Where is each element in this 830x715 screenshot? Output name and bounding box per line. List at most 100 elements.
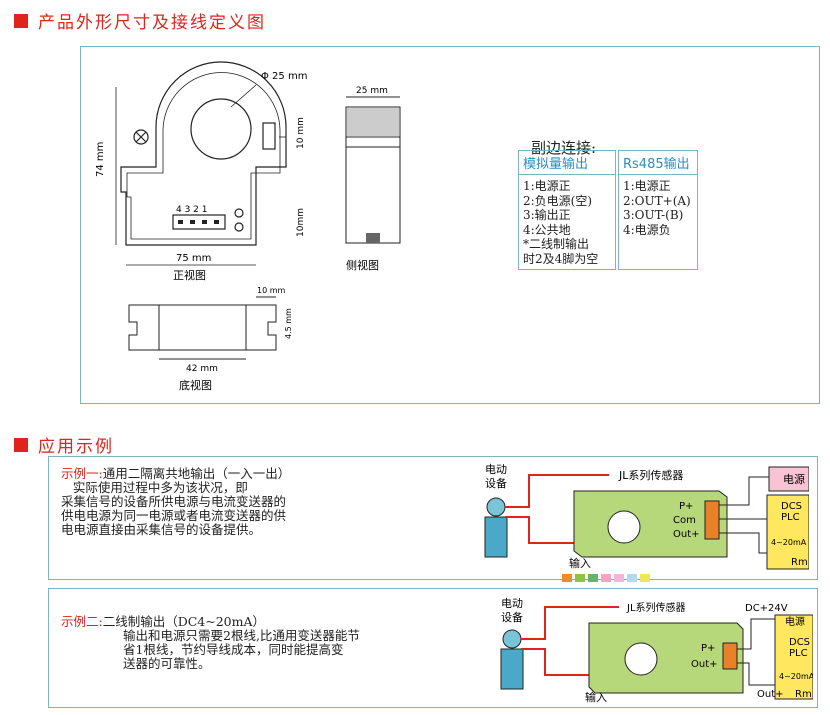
example1-diagram: 电动 设备 JL系列传感器 P+ Com Out+ 电源 DCS PLC 4~2… — [484, 463, 809, 570]
ex2-input-label: 输入 — [585, 690, 607, 704]
side-view-shaded-area — [347, 108, 399, 136]
rs485-line: 2:OUT+(A) — [623, 193, 691, 208]
screw-mark-b — [135, 131, 147, 143]
ex1-p-label: P+ — [679, 501, 693, 512]
side-view-connector — [366, 233, 380, 243]
ex2-outp-label: Out+ — [757, 689, 784, 700]
front-view-label: 正视图 — [173, 268, 206, 282]
example2-line: 二线制输出（DC4~20mA） — [102, 614, 266, 629]
pin-2 — [202, 220, 207, 224]
ex2-rm-label: Rm — [795, 689, 812, 700]
analog-line: 1:电源正 — [523, 179, 571, 193]
example2-line: 省1根线，节约导线成本，同时能提高变 — [123, 642, 344, 657]
ex2-power-label: 电源 — [785, 615, 805, 628]
top-tab-dimension-label: 10 mm — [296, 117, 306, 149]
swatch-green — [575, 574, 585, 582]
bottom-depth-dimension-label: 4.5 mm — [284, 308, 293, 339]
front-view-screw — [133, 129, 149, 145]
front-view-dimension-lines — [115, 84, 286, 266]
ex1-wire-power — [719, 476, 769, 506]
ex1-dcs-label: DCS — [781, 501, 802, 512]
example1-line: 供电电源为同一电源或者电流变送器的供 — [61, 508, 287, 523]
rs485-line: 4:电源负 — [623, 222, 671, 237]
example1-line: 电电源直接由采集信号的设备提供。 — [61, 522, 262, 537]
ex1-primary-wire-top — [505, 474, 609, 508]
ex2-plc-label: PLC — [789, 648, 808, 659]
front-view-terminal-b — [234, 222, 244, 232]
ex1-input-label: 输入 — [569, 556, 591, 570]
width-dimension-label: 75 mm — [176, 253, 211, 264]
front-view-inner-outline — [126, 72, 281, 240]
ex2-primary-wire-top — [521, 606, 619, 640]
bottom-right-dimension-label: 10 mm — [257, 286, 286, 295]
example1-line: 采集信号的设备所供电源与电流变送器的 — [61, 494, 287, 509]
ex1-wire-out — [719, 532, 769, 554]
example2-panel: 示例二:二线制输出（DC4~20mA） 输出和电源只需要2根线,比通用变送器能节… — [48, 588, 818, 708]
ex1-motor-head — [486, 497, 506, 517]
section-marker-icon — [14, 13, 28, 28]
ex2-motor-label-line2: 设备 — [501, 610, 523, 624]
ex1-motor-label-line1: 电动 — [485, 463, 507, 476]
ex2-motor-head — [502, 629, 522, 649]
phi-leader-line — [230, 84, 257, 108]
section-marker-icon — [14, 437, 28, 452]
side-width-dimension-label: 25 mm — [356, 86, 388, 96]
section2-header: 应用示例 — [14, 432, 114, 457]
swatch-light-pink — [614, 574, 624, 582]
ex1-plc-label: PLC — [781, 512, 800, 523]
ex1-terminal-block — [704, 500, 720, 540]
ex1-sensor-label: JL系列传感器 — [618, 468, 683, 482]
ex1-motor-label-line2: 设备 — [485, 476, 507, 490]
ex2-sensor-body — [588, 622, 744, 694]
analog-line: 3:输出正 — [523, 208, 571, 222]
ex1-motor-body — [484, 516, 508, 558]
analog-output-header: 模拟量输出 — [519, 151, 615, 175]
bottom-width-dimension-label: 42 mm — [186, 364, 218, 374]
example1-line: 通用二隔离共地输出（一入一出） — [102, 466, 291, 481]
front-view — [120, 61, 287, 246]
example2-line: 送器的可靠性。 — [123, 656, 211, 671]
rs485-output-body: 1:电源正 2:OUT+(A) 3:OUT-(B) 4:电源负 — [619, 175, 697, 241]
rs485-line: 1:电源正 — [623, 179, 671, 193]
example2-label: 示例二: — [61, 614, 103, 629]
ex2-dc-label: DC+24V — [745, 603, 788, 614]
example1-panel: 示例一:通用二隔离共地输出（一入一出） 实际使用过程中多为该状况，即 采集信号的… — [48, 456, 818, 580]
rs485-line: 3:OUT-(B) — [623, 208, 684, 222]
ex2-p-label: P+ — [701, 643, 715, 654]
analog-output-table: 模拟量输出 1:电源正 2:负电源(空) 3:输出正 4:公共地 *二线制输出 … — [518, 150, 616, 270]
swatch-light-blue — [627, 574, 637, 582]
pin-4 — [178, 220, 183, 224]
wiring-title: 副边连接: — [531, 139, 597, 157]
swatch-dark-green — [588, 574, 598, 582]
pin-3 — [190, 220, 195, 224]
swatch-orange — [562, 574, 572, 582]
ex1-range-label: 4~20mA — [771, 538, 807, 547]
analog-output-body: 1:电源正 2:负电源(空) 3:输出正 4:公共地 *二线制输出 时2及4脚为… — [519, 175, 615, 270]
ex1-power-box — [768, 466, 809, 492]
ex1-dcs-box — [766, 494, 809, 570]
example1-line: 实际使用过程中多为该状况，即 — [61, 480, 248, 495]
ex2-dcs-label: DCS — [789, 637, 810, 648]
ex2-dcs-box — [774, 614, 813, 700]
ex1-out-label: Out+ — [673, 529, 700, 540]
ex2-sensor-hole — [624, 642, 658, 676]
front-view-connector — [172, 214, 226, 230]
height-dimension-label: 74 mm — [95, 142, 106, 177]
front-view-terminal-a — [234, 208, 244, 218]
rs485-output-header: Rs485输出 — [619, 151, 697, 175]
ex2-motor-body — [500, 648, 524, 690]
section1-title: 产品外形尺寸及接线定义图 — [38, 13, 266, 33]
phi-dimension-label: Φ 25 mm — [261, 71, 307, 82]
front-view-hole — [190, 98, 252, 160]
example2-diagram: 电动 设备 JL系列传感器 P+ Out+ DC+24V 电源 DCS PLC … — [500, 597, 813, 704]
analog-line: *二线制输出 — [523, 237, 590, 251]
pin-numbers: 4 3 2 1 — [176, 205, 208, 215]
analog-line: 4:公共地 — [523, 222, 571, 237]
ex2-out-label: Out+ — [691, 659, 718, 670]
example2-line: 输出和电源只需要2根线,比通用变送器能节 — [123, 628, 360, 643]
ex1-power-label: 电源 — [783, 472, 805, 486]
ex1-sensor-hole — [607, 510, 641, 544]
ex2-wire-out — [737, 662, 799, 686]
example2-text: 示例二:二线制输出（DC4~20mA） 输出和电源只需要2根线,比通用变送器能节… — [61, 615, 360, 671]
analog-line: 2:负电源(空) — [523, 193, 593, 208]
